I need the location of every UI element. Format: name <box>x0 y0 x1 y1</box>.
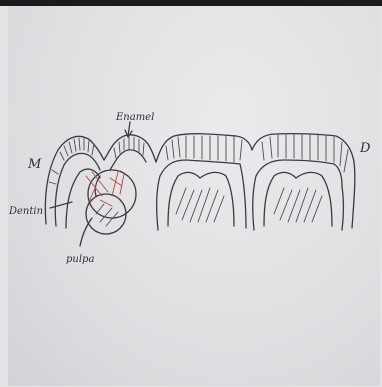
distal-label: D <box>359 141 371 156</box>
pulpa-label: pulpa <box>66 254 94 265</box>
mesial-label: M <box>27 157 42 172</box>
pulpa-pointer <box>80 218 92 246</box>
tooth-3-outer-crown <box>156 134 252 162</box>
tooth-3-dentin-hatch <box>176 188 224 222</box>
tooth-4-enamel-inner <box>256 160 342 186</box>
tooth-3-enamel-hatch <box>166 136 242 162</box>
tooth-3-root-right <box>240 164 246 228</box>
tooth-4-root-left <box>253 176 256 230</box>
dentin-pointer <box>50 202 72 208</box>
tooth-1 <box>45 136 104 228</box>
tooth-4-dentin-hatch <box>274 188 322 222</box>
tooth-4-pulp <box>264 172 332 226</box>
tooth-2-outer-crown <box>104 135 156 162</box>
tooth-4-enamel-hatch <box>262 134 348 172</box>
dentin-label: Dentin <box>8 206 43 217</box>
tooth-3-root-left <box>157 176 160 230</box>
tooth-1-enamel-inner <box>55 153 100 226</box>
enamel-label: Enamel <box>115 112 154 123</box>
tooth-3 <box>156 134 252 230</box>
tooth-4 <box>252 134 355 230</box>
tooth-2 <box>86 135 156 234</box>
tooth-2-enamel-hatch <box>114 137 144 158</box>
tooth-4-outer-crown <box>252 134 355 228</box>
tooth-3-pulp <box>168 172 234 226</box>
tooth-3-enamel-inner <box>160 160 240 176</box>
lesion-circle-lower <box>86 194 126 234</box>
tooth-4-root-right <box>342 186 344 230</box>
